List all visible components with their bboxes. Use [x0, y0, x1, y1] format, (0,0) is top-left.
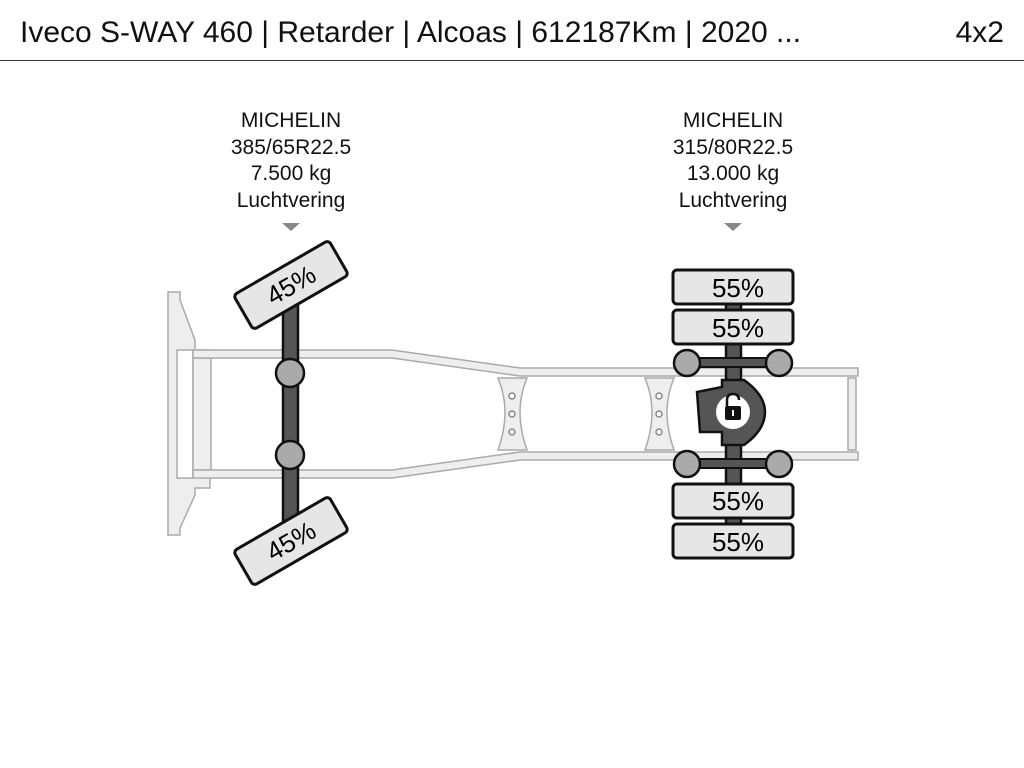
rear-axle-info: MICHELIN 315/80R22.5 13.000 kg Luchtveri…: [613, 108, 853, 214]
rear-axle-marker: [724, 223, 742, 231]
rear-tire-outer-right: 55%: [671, 522, 795, 560]
rear-hub: [672, 449, 702, 479]
rear-tire-tread: 55%: [712, 527, 764, 557]
front-bumper: [167, 291, 212, 536]
rear-axle-load: 13.000 kg: [686, 162, 780, 185]
rear-hub: [764, 449, 794, 479]
rear-tire-tread: 55%: [712, 273, 764, 303]
rear-tire-inner-left: 55%: [671, 308, 795, 346]
front-hub-left: [274, 357, 306, 389]
rear-hub: [672, 348, 702, 378]
unlocked-padlock-icon: [716, 392, 750, 429]
rear-hub: [764, 348, 794, 378]
front-axle: [281, 273, 300, 532]
front-axle-info: MICHELIN 385/65R22.5 7.500 kg Luchtverin…: [171, 108, 411, 214]
front-tire-brand: MICHELIN: [240, 109, 342, 132]
rear-tire-inner-right: 55%: [671, 482, 795, 520]
rear-tire-brand: MICHELIN: [682, 109, 784, 132]
rear-tire-size: 315/80R22.5: [672, 135, 794, 159]
rear-tire-tread: 55%: [712, 313, 764, 343]
front-tire-size: 385/65R22.5: [230, 135, 352, 159]
front-suspension: Luchtvering: [236, 188, 346, 212]
front-axle-load: 7.500 kg: [250, 162, 332, 185]
front-hub-right: [274, 439, 306, 471]
rear-suspension: Luchtvering: [678, 188, 788, 212]
axle-configuration: 4x2: [955, 16, 1004, 49]
front-axle-marker: [282, 223, 300, 231]
header-divider: [0, 60, 1024, 61]
rear-tire-tread: 55%: [712, 486, 764, 516]
rear-tire-outer-left: 55%: [671, 268, 795, 306]
page-title: Iveco S-WAY 460 | Retarder | Alcoas | 61…: [20, 16, 802, 49]
